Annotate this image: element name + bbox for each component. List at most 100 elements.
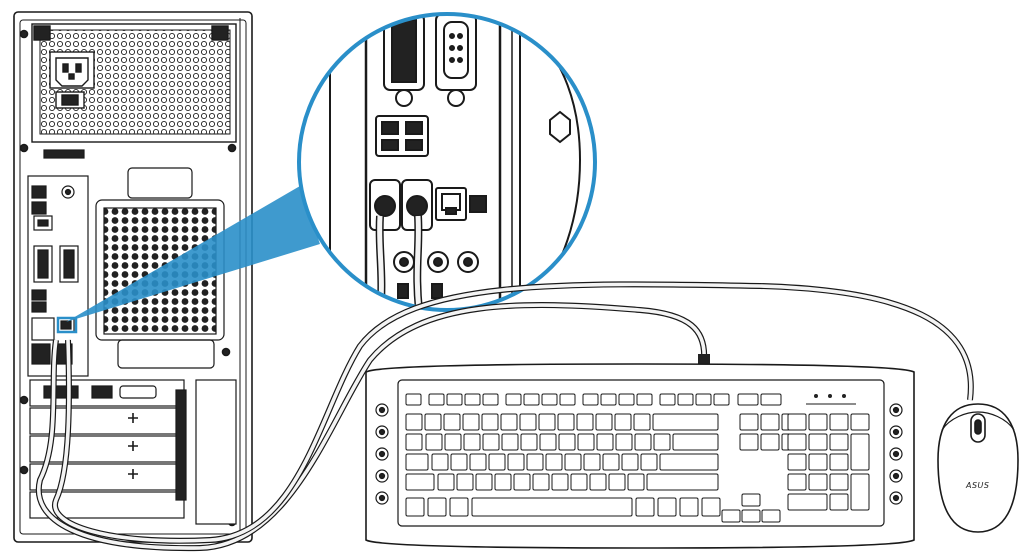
keyboard-key — [577, 433, 595, 451]
keyboard-key — [443, 413, 461, 431]
zoom-callout — [56, 186, 320, 334]
keyboard-key — [405, 473, 435, 491]
keyboard-key — [829, 473, 849, 491]
keyboard-key — [829, 493, 849, 511]
keyboard-key — [850, 473, 870, 511]
keyboard-key — [677, 393, 694, 406]
keyboard-key — [595, 413, 613, 431]
keyboard-key — [513, 473, 531, 491]
keyboard-key — [428, 393, 445, 406]
keyboard-key — [551, 473, 569, 491]
keyboard-key — [559, 393, 576, 406]
keyboard-key — [787, 473, 807, 491]
keyboard-key — [469, 453, 487, 471]
keyboard-key — [576, 413, 594, 431]
zoomed-ps2-ports-view — [297, 12, 597, 312]
keyboard-key — [787, 433, 807, 451]
keyboard-key — [456, 473, 474, 491]
keyboard-key — [482, 433, 500, 451]
mouse: ASUS — [937, 403, 1019, 533]
keyboard-key — [444, 433, 462, 451]
keyboard-key — [787, 453, 807, 471]
keyboard-key — [589, 473, 607, 491]
keyboard-key — [481, 413, 499, 431]
keyboard-key — [653, 433, 671, 451]
keyboard-key — [558, 433, 576, 451]
keyboard-key — [627, 473, 645, 491]
keyboard-key — [829, 453, 849, 471]
keyboard-key — [500, 413, 518, 431]
keyboard-key — [741, 493, 761, 507]
keyboard-key — [760, 413, 780, 431]
keyboard-key — [532, 473, 550, 491]
keyboard-key — [808, 413, 828, 431]
keyboard-key — [446, 393, 463, 406]
keyboard-key — [741, 509, 761, 523]
keyboard-key — [405, 497, 425, 517]
keyboard-key — [519, 413, 537, 431]
keyboard-key — [596, 433, 614, 451]
keyboard-key — [427, 497, 447, 517]
keyboard-key — [672, 433, 719, 451]
keyboard-key — [449, 497, 469, 517]
keyboard-key — [538, 413, 556, 431]
rear-io-panel — [27, 175, 89, 377]
expansion-slots — [29, 379, 237, 525]
keyboard-key — [523, 393, 540, 406]
keyboard-key — [633, 413, 651, 431]
keyboard-key — [450, 453, 468, 471]
keyboard-key — [583, 453, 601, 471]
keyboard-key — [850, 433, 870, 471]
keyboard-key — [545, 453, 563, 471]
keyboard-key — [405, 453, 429, 471]
keyboard-key — [634, 433, 652, 451]
keyboard-key — [600, 393, 617, 406]
keyboard-key — [582, 393, 599, 406]
keyboard-key — [659, 393, 676, 406]
keyboard-key — [471, 497, 633, 517]
keyboard-key — [646, 473, 719, 491]
keyboard-key — [539, 433, 557, 451]
keyboard-key — [713, 393, 730, 406]
keyboard-key — [405, 433, 423, 451]
keyboard-key — [808, 453, 828, 471]
keyboard-key — [761, 509, 781, 523]
keyboard-key — [526, 453, 544, 471]
keyboard-key — [405, 413, 423, 431]
keyboard-key — [640, 453, 658, 471]
keyboard-key — [695, 393, 712, 406]
keyboard-key — [657, 497, 677, 517]
keyboard-key — [488, 453, 506, 471]
keyboard-key — [431, 453, 449, 471]
keyboard-key — [464, 393, 481, 406]
keyboard-key — [808, 433, 828, 451]
keyboard-key — [618, 393, 635, 406]
keyboard-key — [541, 393, 558, 406]
keyboard-key — [557, 413, 575, 431]
keyboard-keys — [405, 393, 870, 523]
keyboard-key — [507, 453, 525, 471]
keyboard-key — [494, 473, 512, 491]
keyboard-key — [850, 413, 870, 431]
keyboard-key — [475, 473, 493, 491]
keyboard-key — [829, 413, 849, 431]
keyboard — [365, 363, 915, 549]
keyboard-key — [602, 453, 620, 471]
keyboard-key — [701, 497, 721, 517]
keyboard-key — [737, 393, 759, 406]
keyboard-key — [679, 497, 699, 517]
keyboard-key — [615, 433, 633, 451]
keyboard-key — [614, 413, 632, 431]
keyboard-key — [520, 433, 538, 451]
keyboard-key — [652, 413, 719, 431]
keyboard-key — [635, 497, 655, 517]
keyboard-key — [721, 509, 741, 523]
keyboard-key — [462, 413, 480, 431]
ps2-cables — [35, 281, 974, 552]
keyboard-key — [570, 473, 588, 491]
keyboard-key — [608, 473, 626, 491]
keyboard-key — [739, 433, 759, 451]
keyboard-key — [621, 453, 639, 471]
